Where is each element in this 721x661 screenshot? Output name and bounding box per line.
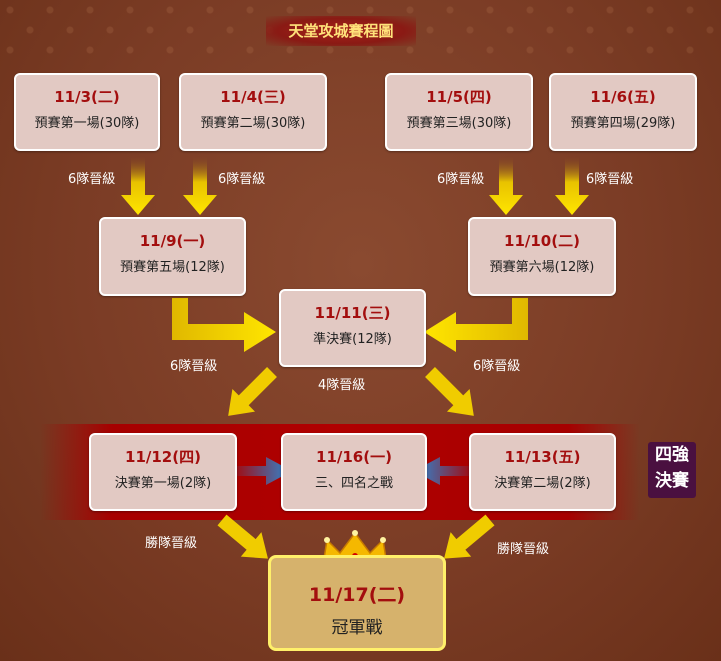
arrow-m4-m6 [555, 155, 589, 215]
match-date: 11/6(五) [590, 88, 656, 106]
match-date: 11/3(二) [54, 88, 120, 106]
match-box-m2: 11/4(三) 預賽第二場(30隊) [179, 73, 327, 151]
match-name: 預賽第六場(12隊) [489, 260, 595, 275]
page-title: 天堂攻城賽程圖 [266, 16, 416, 46]
match-name: 預賽第三場(30隊) [406, 116, 512, 131]
match-date: 11/16(一) [316, 448, 392, 466]
arrow-f2-final [444, 514, 495, 559]
advance-label-m4: 6隊晉級 [586, 172, 634, 187]
match-date: 11/13(五) [504, 448, 581, 466]
advance-label-m3: 6隊晉級 [437, 172, 485, 187]
final-four-label: 四強 決賽 [648, 442, 696, 498]
winner-label-f1: 勝隊晉級 [145, 536, 198, 551]
match-box-final: 11/17(二) 冠軍戰 [268, 555, 446, 651]
final-name: 冠軍戰 [331, 618, 383, 638]
arrow-f2-third [414, 457, 470, 485]
match-date: 11/10(二) [504, 232, 580, 250]
final-four-line2: 決賽 [655, 471, 689, 491]
match-name: 決賽第二場(2隊) [494, 476, 591, 491]
arrow-semi-f2 [425, 367, 474, 416]
match-date: 11/12(四) [125, 448, 201, 466]
arrow-m5-semi [172, 298, 276, 352]
match-box-m4: 11/6(五) 預賽第四場(29隊) [549, 73, 697, 151]
arrow-m6-semi [424, 298, 528, 352]
match-name: 三、四名之戰 [314, 476, 393, 491]
arrow-m3-m6 [489, 155, 523, 215]
match-date: 11/9(一) [139, 232, 206, 250]
final-four-line1: 四強 [655, 445, 689, 465]
arrow-m1-m5 [121, 155, 155, 215]
match-date: 11/11(三) [314, 304, 391, 322]
winner-label-f2: 勝隊晉級 [497, 542, 550, 557]
match-box-m3: 11/5(四) 預賽第三場(30隊) [385, 73, 533, 151]
advance-label-semi: 4隊晉級 [318, 378, 366, 393]
match-name: 準決賽(12隊) [313, 332, 392, 347]
match-box-m5: 11/9(一) 預賽第五場(12隊) [99, 217, 246, 296]
match-name: 預賽第四場(29隊) [570, 116, 676, 131]
advance-label-m2: 6隊晉級 [218, 172, 266, 187]
match-box-f1: 11/12(四) 決賽第一場(2隊) [89, 433, 237, 511]
arrow-f1-final [217, 514, 268, 559]
advance-label-m1: 6隊晉級 [68, 172, 116, 187]
match-name: 預賽第五場(12隊) [120, 260, 225, 275]
match-box-semi: 11/11(三) 準決賽(12隊) [279, 289, 426, 367]
match-box-f2: 11/13(五) 決賽第二場(2隊) [469, 433, 616, 511]
match-date: 11/5(四) [426, 88, 492, 106]
match-box-third: 11/16(一) 三、四名之戰 [281, 433, 427, 511]
match-name: 預賽第二場(30隊) [200, 116, 306, 131]
match-box-m6: 11/10(二) 預賽第六場(12隊) [468, 217, 616, 296]
match-name: 預賽第一場(30隊) [34, 116, 140, 131]
match-box-m1: 11/3(二) 預賽第一場(30隊) [14, 73, 160, 151]
arrow-semi-f1 [228, 367, 277, 416]
advance-label-m6: 6隊晉級 [473, 359, 521, 374]
final-date: 11/17(二) [308, 584, 406, 606]
match-name: 決賽第一場(2隊) [114, 476, 212, 491]
match-date: 11/4(三) [220, 88, 286, 106]
arrow-m2-m5 [183, 155, 217, 215]
arrow-f1-third [236, 457, 292, 485]
advance-label-m5: 6隊晉級 [170, 359, 218, 374]
